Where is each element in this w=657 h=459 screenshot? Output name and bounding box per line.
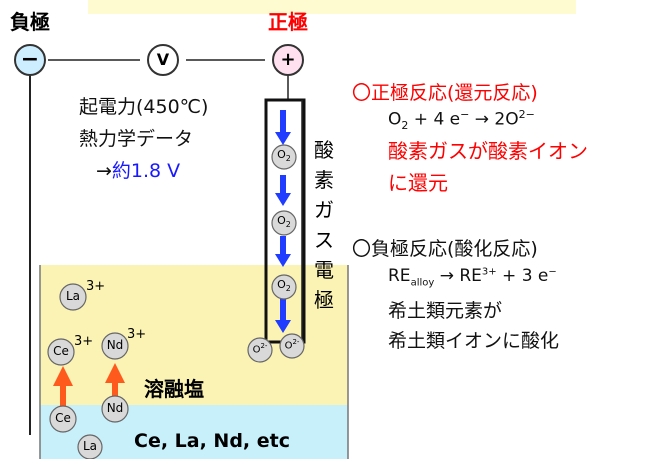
nd-ion (101, 332, 129, 360)
la-ion-charge: 3+ (86, 279, 106, 294)
la-ion-label: La (65, 289, 81, 303)
o2-molecule-3 (271, 274, 297, 300)
gas-electrode-char: 酸 (314, 138, 334, 162)
oxidation-arrows (53, 363, 125, 406)
emf-line-2: 熱力学データ (79, 128, 194, 150)
cathode-reaction-line-4: に還元 (388, 171, 448, 195)
ce-ion-charge: 3+ (74, 334, 94, 349)
la-atom (77, 434, 103, 459)
gas-electrode-char: ガ (314, 198, 334, 222)
positive-terminal (272, 44, 304, 76)
anode-reaction-title: 〇負極反応(酸化反応) (352, 238, 538, 260)
la-atom-label: La (82, 439, 98, 453)
top-highlight-bar (88, 0, 576, 14)
voltmeter-symbol: V (156, 50, 170, 69)
anode-reaction-equation: REalloy → RE3+ + 3 e− (388, 266, 557, 289)
negative-terminal (14, 44, 46, 76)
o2-label-2: O2 (277, 214, 291, 230)
gas-electrode-char: 素 (314, 168, 334, 192)
la-ion (59, 283, 87, 311)
ce-ion-label: Ce (53, 344, 69, 358)
emf-value: 約1.8 V (111, 160, 181, 182)
cathode-reaction-title: 〇正極反応(還元反応) (352, 82, 538, 104)
gas-electrode-char: ス (314, 228, 334, 252)
oxide-ion-label-1: O2- (252, 342, 268, 356)
positive-electrode-label: 正極 (268, 10, 308, 34)
ce-atom (49, 405, 77, 433)
gas-electrode-char: 極 (314, 288, 334, 312)
ce-ion (47, 338, 75, 366)
nd-ion-charge: 3+ (127, 327, 147, 342)
nd-ion-label: Nd (106, 338, 124, 352)
gas-electrode-label: 酸 素 ガ ス 電 極 (312, 135, 336, 315)
voltmeter (147, 44, 179, 76)
nd-atom-label: Nd (106, 401, 124, 415)
ce-atom-label: Ce (55, 411, 71, 425)
molten-salt-label: 溶融塩 (144, 377, 204, 401)
o2-molecule-1 (271, 144, 297, 170)
oxygen-flow-arrows (275, 110, 291, 333)
anode-reaction-line-3: 希土類元素が (388, 300, 503, 322)
emf-line-1: 起電力(450℃) (79, 96, 209, 118)
oxide-ion-2 (279, 333, 305, 359)
cathode-reaction-line-3: 酸素ガスが酸素イオン (388, 139, 588, 163)
metals-label: Ce, La, Nd, etc (134, 430, 290, 452)
oxide-ion-label-2: O2- (284, 338, 300, 352)
nd-atom (101, 395, 129, 423)
o2-label-3: O2 (277, 278, 291, 294)
o2-molecule-2 (271, 210, 297, 236)
o2-label-1: O2 (277, 148, 291, 164)
cathode-reaction-equation: O2 + 4 e− → 2O2− (388, 108, 535, 133)
minus-symbol: − (20, 47, 40, 72)
gas-electrode-char: 電 (314, 258, 334, 282)
anode-reaction-line-4: 希土類イオンに酸化 (388, 330, 560, 352)
emf-line-3: →約1.8 V (96, 160, 181, 182)
oxide-ion-1 (247, 337, 273, 363)
negative-electrode-label: 負極 (10, 10, 50, 34)
plus-symbol: + (280, 49, 296, 70)
